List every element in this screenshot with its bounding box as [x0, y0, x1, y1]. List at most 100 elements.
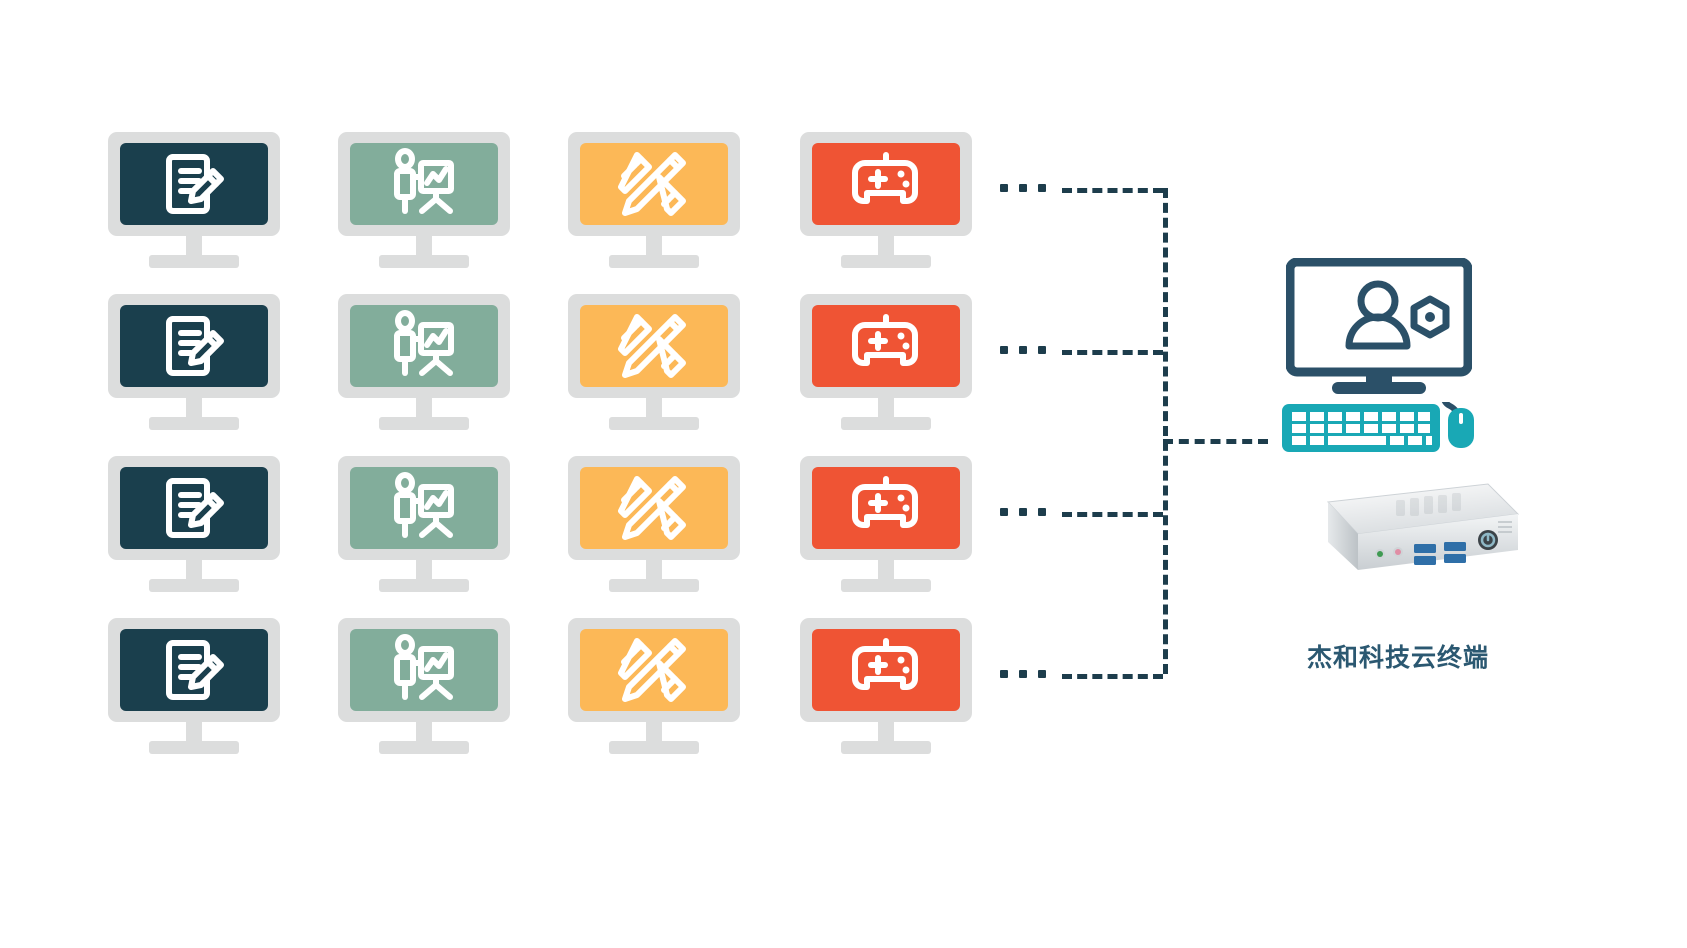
mini-pc-icon [1326, 483, 1520, 570]
connector-branch [1062, 188, 1163, 193]
ellipsis-dot [1038, 508, 1046, 516]
monitor-base [841, 255, 931, 268]
monitor-neck [186, 235, 202, 258]
connector-to-server [1163, 439, 1268, 444]
client-monitor-design[interactable] [568, 294, 740, 430]
cloud-terminal-group: 杰和科技云终端 [1268, 250, 1568, 710]
monitor-neck [878, 397, 894, 420]
monitor-neck [416, 721, 432, 744]
server-caption: 杰和科技云终端 [1306, 643, 1489, 672]
monitor-neck [646, 235, 662, 258]
ellipsis-dot [1038, 346, 1046, 354]
monitor-neck [646, 397, 662, 420]
connector-branch [1062, 350, 1163, 355]
document-edit-icon [166, 640, 224, 700]
usb-port [1444, 542, 1466, 551]
row-ellipsis [1000, 508, 1046, 516]
usb-port [1414, 544, 1436, 553]
monitor-neck [186, 721, 202, 744]
monitor-base [609, 579, 699, 592]
ellipsis-dot [1000, 184, 1008, 192]
monitor-base [379, 741, 469, 754]
ellipsis-dot [1019, 346, 1027, 354]
presentation-chart-icon [394, 310, 454, 376]
connector-trunk [1163, 188, 1168, 674]
pencil-ruler-icon [618, 314, 686, 378]
monitor-neck [878, 721, 894, 744]
ellipsis-dot [1000, 508, 1008, 516]
keyboard-icon [1282, 404, 1440, 452]
pencil-ruler-icon [618, 638, 686, 702]
monitor-base [841, 417, 931, 430]
monitor-screen [120, 305, 268, 387]
client-monitor-design[interactable] [568, 132, 740, 268]
monitor-neck [416, 397, 432, 420]
monitor-base [379, 255, 469, 268]
monitor-neck [416, 559, 432, 582]
document-edit-icon [166, 154, 224, 214]
monitor-base [609, 417, 699, 430]
ellipsis-dot [1019, 184, 1027, 192]
monitor-screen [580, 629, 728, 711]
client-monitor-training[interactable] [338, 618, 510, 754]
ellipsis-dot [1019, 508, 1027, 516]
monitor-screen [812, 629, 960, 711]
presentation-chart-icon [394, 634, 454, 700]
client-monitor-design[interactable] [568, 456, 740, 592]
monitor-base [149, 255, 239, 268]
client-monitor-gaming[interactable] [800, 132, 972, 268]
monitor-screen [812, 305, 960, 387]
monitor-screen [812, 467, 960, 549]
monitor-neck [646, 559, 662, 582]
client-monitor-gaming[interactable] [800, 294, 972, 430]
monitor-screen [580, 305, 728, 387]
ellipsis-dot [1019, 670, 1027, 678]
monitor-screen [120, 143, 268, 225]
monitor-base [149, 741, 239, 754]
monitor-base [609, 255, 699, 268]
client-monitor-office[interactable] [108, 132, 280, 268]
gamepad-icon [852, 476, 918, 528]
monitor-base [379, 579, 469, 592]
client-monitor-training[interactable] [338, 456, 510, 592]
monitor-neck [416, 235, 432, 258]
monitor-base [149, 579, 239, 592]
client-monitor-training[interactable] [338, 132, 510, 268]
connector-branch [1062, 512, 1163, 517]
gamepad-icon [852, 152, 918, 204]
monitor-base [609, 741, 699, 754]
pencil-ruler-icon [618, 152, 686, 216]
monitor-neck [878, 559, 894, 582]
monitor-screen [350, 305, 498, 387]
mouse-icon [1448, 408, 1474, 448]
presentation-chart-icon [394, 148, 454, 214]
pencil-ruler-icon [618, 476, 686, 540]
monitor-neck [186, 559, 202, 582]
client-monitor-design[interactable] [568, 618, 740, 754]
presentation-chart-icon [394, 472, 454, 538]
document-edit-icon [166, 478, 224, 538]
client-monitor-office[interactable] [108, 456, 280, 592]
monitor-base [379, 417, 469, 430]
monitor-base [149, 417, 239, 430]
host-monitor [1285, 257, 1473, 403]
client-monitor-office[interactable] [108, 618, 280, 754]
usb-port [1414, 556, 1436, 565]
client-monitor-gaming[interactable] [800, 618, 972, 754]
client-monitor-gaming[interactable] [800, 456, 972, 592]
row-ellipsis [1000, 184, 1046, 192]
monitor-neck [186, 397, 202, 420]
client-monitor-training[interactable] [338, 294, 510, 430]
row-ellipsis [1000, 346, 1046, 354]
monitor-neck [646, 721, 662, 744]
client-monitor-office[interactable] [108, 294, 280, 430]
monitor-screen [580, 143, 728, 225]
host-keyboard-mouse [1282, 373, 1482, 454]
monitor-neck [878, 235, 894, 258]
ellipsis-dot [1038, 184, 1046, 192]
monitor-screen [350, 143, 498, 225]
monitor-screen [812, 143, 960, 225]
ellipsis-dot [1038, 670, 1046, 678]
ellipsis-dot [1000, 670, 1008, 678]
usb-port [1444, 554, 1466, 563]
